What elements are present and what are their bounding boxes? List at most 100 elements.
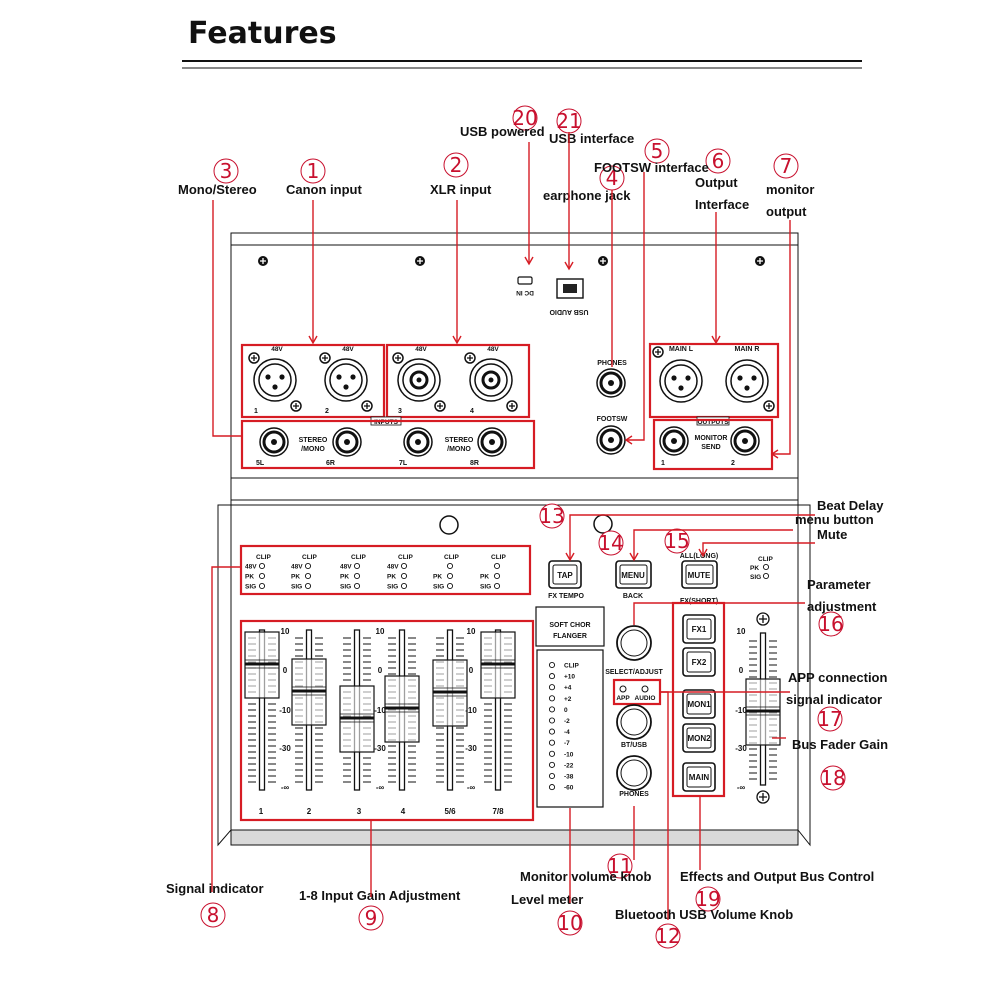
fader-3[interactable] <box>339 629 375 791</box>
meter-label: 0 <box>564 707 568 714</box>
main-l-xlr <box>659 359 703 403</box>
callout-number-17: 17 <box>817 706 843 732</box>
callout-label-20: USB powered <box>460 124 545 139</box>
fader-1[interactable] <box>244 629 280 791</box>
led <box>446 582 454 590</box>
callout-label-6: Output <box>695 175 738 190</box>
footsw-jack <box>596 425 626 455</box>
knob-hole <box>439 515 459 535</box>
fader-cap[interactable] <box>480 631 516 699</box>
fader-cap[interactable] <box>244 631 280 699</box>
meter-label: -10 <box>564 751 574 758</box>
callout-number-11: 11 <box>607 853 633 879</box>
clip-label: CLIP <box>444 554 459 561</box>
fader-scale-label: -∞ <box>281 783 290 792</box>
svg-text:18: 18 <box>820 766 845 790</box>
fader-cap[interactable] <box>384 675 420 743</box>
callout-number-20: 20 <box>512 105 538 131</box>
led <box>258 582 266 590</box>
audio-led <box>641 685 649 693</box>
led-label: 48V <box>245 564 257 571</box>
fader-cap[interactable] <box>291 658 327 726</box>
input-gain-highlight <box>239 619 535 822</box>
main-r-xlr <box>725 359 769 403</box>
fader-bus[interactable] <box>745 632 781 786</box>
svg-text:TAP: TAP <box>557 571 573 580</box>
svg-text:SELECT/ADJUST: SELECT/ADJUST <box>605 669 663 676</box>
svg-text:AUDIO: AUDIO <box>635 695 656 702</box>
callout-label-14: menu button <box>795 512 874 527</box>
svg-text:7: 7 <box>780 154 793 178</box>
monitor-send-jack-1 <box>659 426 689 456</box>
fader-cap[interactable] <box>339 685 375 753</box>
screw-icon <box>464 352 476 364</box>
svg-text:FX(SHORT): FX(SHORT) <box>680 598 718 605</box>
tap-button[interactable]: TAP <box>548 560 582 589</box>
svg-text:20: 20 <box>512 106 537 130</box>
meter-label: +10 <box>564 674 575 681</box>
bus-fader-scale-label: -∞ <box>737 783 746 792</box>
bus-fader-scale-label: 0 <box>739 666 744 675</box>
fader-4[interactable] <box>384 629 420 791</box>
callout-number-18: 18 <box>820 765 846 791</box>
canon-input-highlight <box>240 343 386 419</box>
jack-6r <box>332 427 362 457</box>
svg-text:APP: APP <box>616 695 630 702</box>
fader-5[interactable] <box>432 629 468 791</box>
fader-2[interactable] <box>291 629 327 791</box>
clip-label: CLIP <box>351 554 366 561</box>
callout-number-21: 21 <box>556 108 582 134</box>
fader-scale-label: -30 <box>465 744 477 753</box>
phantom-label: 48V <box>415 346 427 353</box>
svg-text:MAIN R: MAIN R <box>735 346 760 353</box>
meter-label: -2 <box>564 718 570 725</box>
meter-label: -7 <box>564 740 570 747</box>
main-button[interactable]: MAIN <box>682 762 716 792</box>
meter-led <box>548 673 556 680</box>
svg-text:6: 6 <box>712 149 725 173</box>
select-adjust-knob[interactable] <box>616 625 652 661</box>
fader-scale-label: -10 <box>374 706 386 715</box>
svg-text:21: 21 <box>556 109 581 133</box>
mon2-button[interactable]: MON2 <box>682 723 716 753</box>
bt-usb-knob[interactable] <box>616 704 652 740</box>
fader-6[interactable] <box>480 629 516 791</box>
meter-label: -4 <box>564 729 570 736</box>
svg-text:12: 12 <box>655 924 680 948</box>
fader-cap[interactable] <box>432 659 468 727</box>
xlr-input-highlight <box>385 343 531 419</box>
fx1-button[interactable]: FX1 <box>682 614 716 644</box>
svg-text:MONITOR: MONITOR <box>695 435 728 442</box>
mute-button[interactable]: MUTE <box>681 560 718 589</box>
phones-knob[interactable] <box>616 755 652 791</box>
bus-fader-scale-label: -30 <box>735 744 747 753</box>
fx-display <box>535 606 605 647</box>
led <box>400 562 408 570</box>
svg-text:MON2: MON2 <box>687 734 711 743</box>
callout-label-21: USB interface <box>549 131 634 146</box>
callout-label-17: APP connection <box>788 670 888 685</box>
fader-cap[interactable] <box>745 678 781 746</box>
fx2-button[interactable]: FX2 <box>682 647 716 677</box>
screw-icon <box>763 400 775 412</box>
fader-scale-label: 0 <box>283 666 288 675</box>
meter-led <box>548 761 556 768</box>
callout-label-10: Level meter <box>511 892 583 907</box>
meter-label: -60 <box>564 785 574 792</box>
svg-text:3: 3 <box>220 159 233 183</box>
clip-label: CLIP <box>256 554 271 561</box>
level-meter-leds: CLIP+10+4+20-2-4-7-10-22-38-60 <box>548 661 579 792</box>
svg-text:/MONO: /MONO <box>301 446 325 453</box>
led <box>304 572 312 580</box>
bus-fader[interactable]: 100-10-30-∞ <box>735 627 781 792</box>
callout-number-13: 13 <box>539 503 565 529</box>
mon1-button[interactable]: MON1 <box>682 689 716 719</box>
menu-button[interactable]: MENU <box>615 560 652 589</box>
